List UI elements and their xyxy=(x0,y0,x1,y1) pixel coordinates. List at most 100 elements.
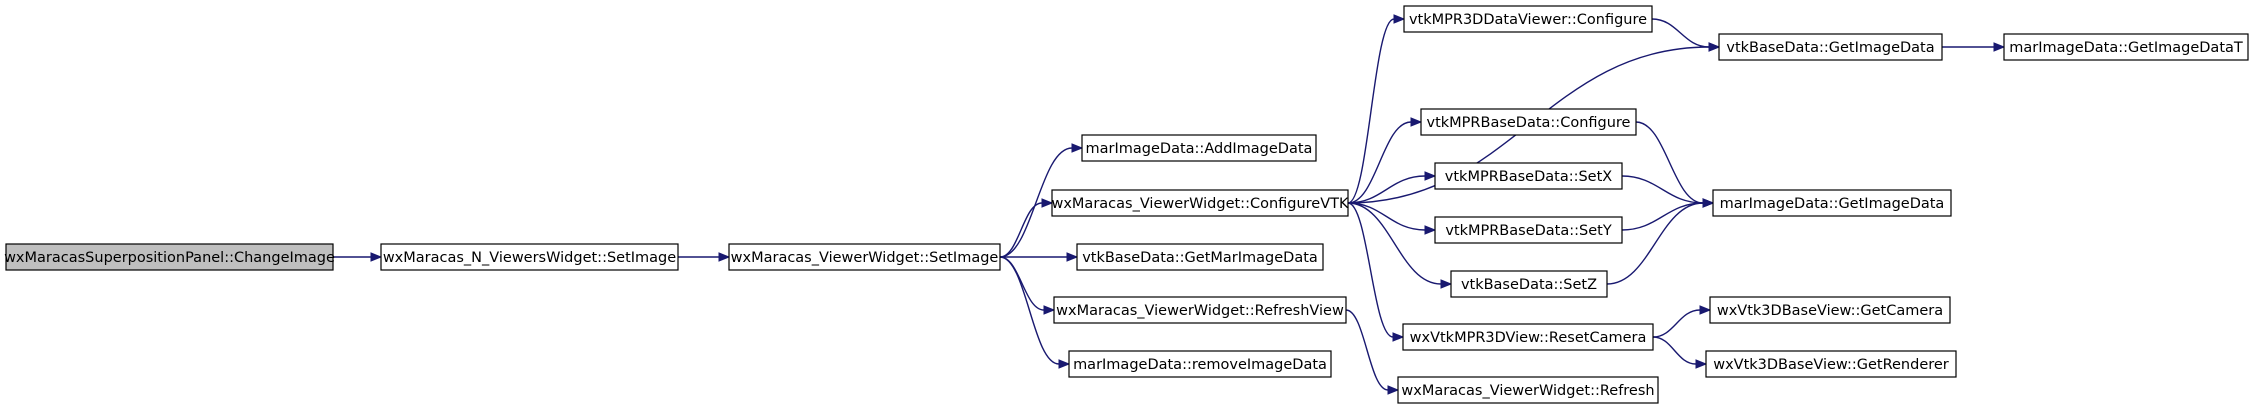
edge-n13-n12 xyxy=(1621,175,1715,208)
node-box xyxy=(2003,33,2249,61)
nodes-layer: wxMaracasSuperpositionPanel::ChangeImage… xyxy=(4,5,2249,404)
function-node[interactable]: wxMaracas_ViewerWidget::SetImage xyxy=(728,243,1001,271)
arrow-head-icon xyxy=(718,252,731,262)
function-node[interactable]: marImageData::removeImageData xyxy=(1068,350,1332,378)
arrow-head-icon xyxy=(1066,252,1079,262)
node-box xyxy=(1705,350,1957,378)
node-box xyxy=(1434,216,1623,244)
node-label: wxMaracas_ViewerWidget::SetImage xyxy=(731,250,999,266)
arrow-head-icon xyxy=(1071,143,1084,153)
edge-n4-n8 xyxy=(1347,14,1406,204)
edge-line xyxy=(1347,202,1426,231)
edge-line xyxy=(999,256,1060,365)
function-node[interactable]: vtkMPR3DDataViewer::Configure xyxy=(1403,5,1653,33)
node-label: wxMaracas_ViewerWidget::ConfigureVTK xyxy=(1051,196,1349,212)
edge-line xyxy=(1347,18,1395,204)
root-function-node: wxMaracasSuperpositionPanel::ChangeImage xyxy=(4,243,335,271)
function-node[interactable]: wxVtk3DBaseView::GetCamera xyxy=(1709,296,1951,324)
node-box xyxy=(1420,108,1637,136)
node-box xyxy=(1712,189,1952,217)
function-node[interactable]: wxMaracas_ViewerWidget::RefreshView xyxy=(1053,296,1347,324)
node-label: vtkBaseData::GetImageData xyxy=(1726,40,1934,56)
edge-line xyxy=(1347,175,1426,204)
edge-line xyxy=(1347,202,1394,338)
node-box xyxy=(1053,296,1347,324)
node-label: wxMaracas_N_ViewersWidget::SetImage xyxy=(383,250,676,266)
arrow-head-icon xyxy=(1392,332,1405,342)
node-label: wxMaracas_ViewerWidget::Refresh xyxy=(1401,383,1654,399)
function-node[interactable]: vtkBaseData::GetImageData xyxy=(1718,33,1943,61)
function-node[interactable]: wxMaracas_ViewerWidget::Refresh xyxy=(1397,376,1659,404)
node-box xyxy=(1450,270,1608,298)
function-node[interactable]: vtkMPRBaseData::Configure xyxy=(1420,108,1637,136)
function-node[interactable]: wxMaracas_ViewerWidget::ConfigureVTK xyxy=(1051,189,1349,217)
arrow-head-icon xyxy=(1699,305,1712,315)
edge-n16-n18 xyxy=(1652,336,1708,369)
edge-n2-n4 xyxy=(999,198,1054,258)
edge-n16-n17 xyxy=(1652,305,1712,338)
node-label: vtkMPRBaseData::SetY xyxy=(1445,223,1612,239)
edge-line xyxy=(1651,18,1710,48)
edge-line xyxy=(1621,202,1704,231)
function-node[interactable]: wxMaracas_N_ViewersWidget::SetImage xyxy=(380,243,679,271)
edge-line xyxy=(1652,336,1697,365)
function-node[interactable]: vtkBaseData::SetZ xyxy=(1450,270,1608,298)
arrow-head-icon xyxy=(1410,117,1423,127)
node-box xyxy=(1076,243,1324,271)
arrow-head-icon xyxy=(1393,14,1406,24)
node-label: marImageData::AddImageData xyxy=(1086,141,1313,157)
edge-line xyxy=(1347,202,1442,285)
node-box xyxy=(1068,350,1332,378)
node-label: wxMaracasSuperpositionPanel::ChangeImage xyxy=(4,250,335,266)
node-box xyxy=(1403,5,1653,33)
node-label: wxVtkMPR3DView::ResetCamera xyxy=(1410,330,1647,346)
node-box xyxy=(5,243,334,271)
node-label: marImageData::GetImageDataT xyxy=(2009,40,2243,56)
arrow-head-icon xyxy=(1440,279,1453,289)
edge-n2-n6 xyxy=(999,256,1056,315)
edge-line xyxy=(1345,309,1389,391)
edge-n8-n9 xyxy=(1651,18,1721,52)
node-box xyxy=(1051,189,1349,217)
edge-n0-n1 xyxy=(332,252,383,262)
node-label: wxVtk3DBaseView::GetRenderer xyxy=(1713,357,1949,373)
node-label: vtkMPRBaseData::SetX xyxy=(1445,169,1613,185)
edge-n4-n15 xyxy=(1347,202,1453,289)
edge-line xyxy=(999,147,1073,258)
function-node[interactable]: vtkMPRBaseData::SetX xyxy=(1434,162,1623,190)
function-node[interactable]: wxVtkMPR3DView::ResetCamera xyxy=(1402,323,1654,351)
node-box xyxy=(1397,376,1659,404)
arrow-head-icon xyxy=(1424,171,1437,181)
function-node[interactable]: marImageData::GetImageDataT xyxy=(2003,33,2249,61)
node-label: vtkMPRBaseData::Configure xyxy=(1427,115,1631,131)
edge-line xyxy=(1635,121,1704,204)
edge-line xyxy=(999,256,1045,311)
function-node[interactable]: marImageData::AddImageData xyxy=(1081,134,1317,162)
edge-n9-n10 xyxy=(1942,42,2006,52)
node-box xyxy=(1709,296,1951,324)
function-node[interactable]: vtkMPRBaseData::SetY xyxy=(1434,216,1623,244)
arrow-head-icon xyxy=(1695,359,1708,369)
edge-n4-n11 xyxy=(1347,117,1423,204)
node-label: wxMaracas_ViewerWidget::RefreshView xyxy=(1056,303,1344,319)
node-box xyxy=(1081,134,1317,162)
function-node[interactable]: wxVtk3DBaseView::GetRenderer xyxy=(1705,350,1957,378)
edge-line xyxy=(1347,121,1412,204)
function-node[interactable]: marImageData::GetImageData xyxy=(1712,189,1952,217)
arrow-head-icon xyxy=(1043,305,1056,315)
edge-line xyxy=(1652,309,1701,338)
edge-n4-n13 xyxy=(1347,171,1437,204)
arrow-head-icon xyxy=(1708,42,1721,52)
edge-line xyxy=(1621,175,1704,204)
node-label: marImageData::GetImageData xyxy=(1720,196,1945,212)
edge-n1-n2 xyxy=(677,252,731,262)
arrow-head-icon xyxy=(1058,359,1071,369)
function-node[interactable]: vtkBaseData::GetMarImageData xyxy=(1076,243,1324,271)
node-label: marImageData::removeImageData xyxy=(1073,357,1327,373)
arrow-head-icon xyxy=(1387,385,1400,395)
edge-n2-n5 xyxy=(999,252,1079,262)
node-label: vtkBaseData::GetMarImageData xyxy=(1082,250,1318,266)
node-label: vtkMPR3DDataViewer::Configure xyxy=(1409,12,1647,28)
edge-n6-n19 xyxy=(1345,309,1400,395)
